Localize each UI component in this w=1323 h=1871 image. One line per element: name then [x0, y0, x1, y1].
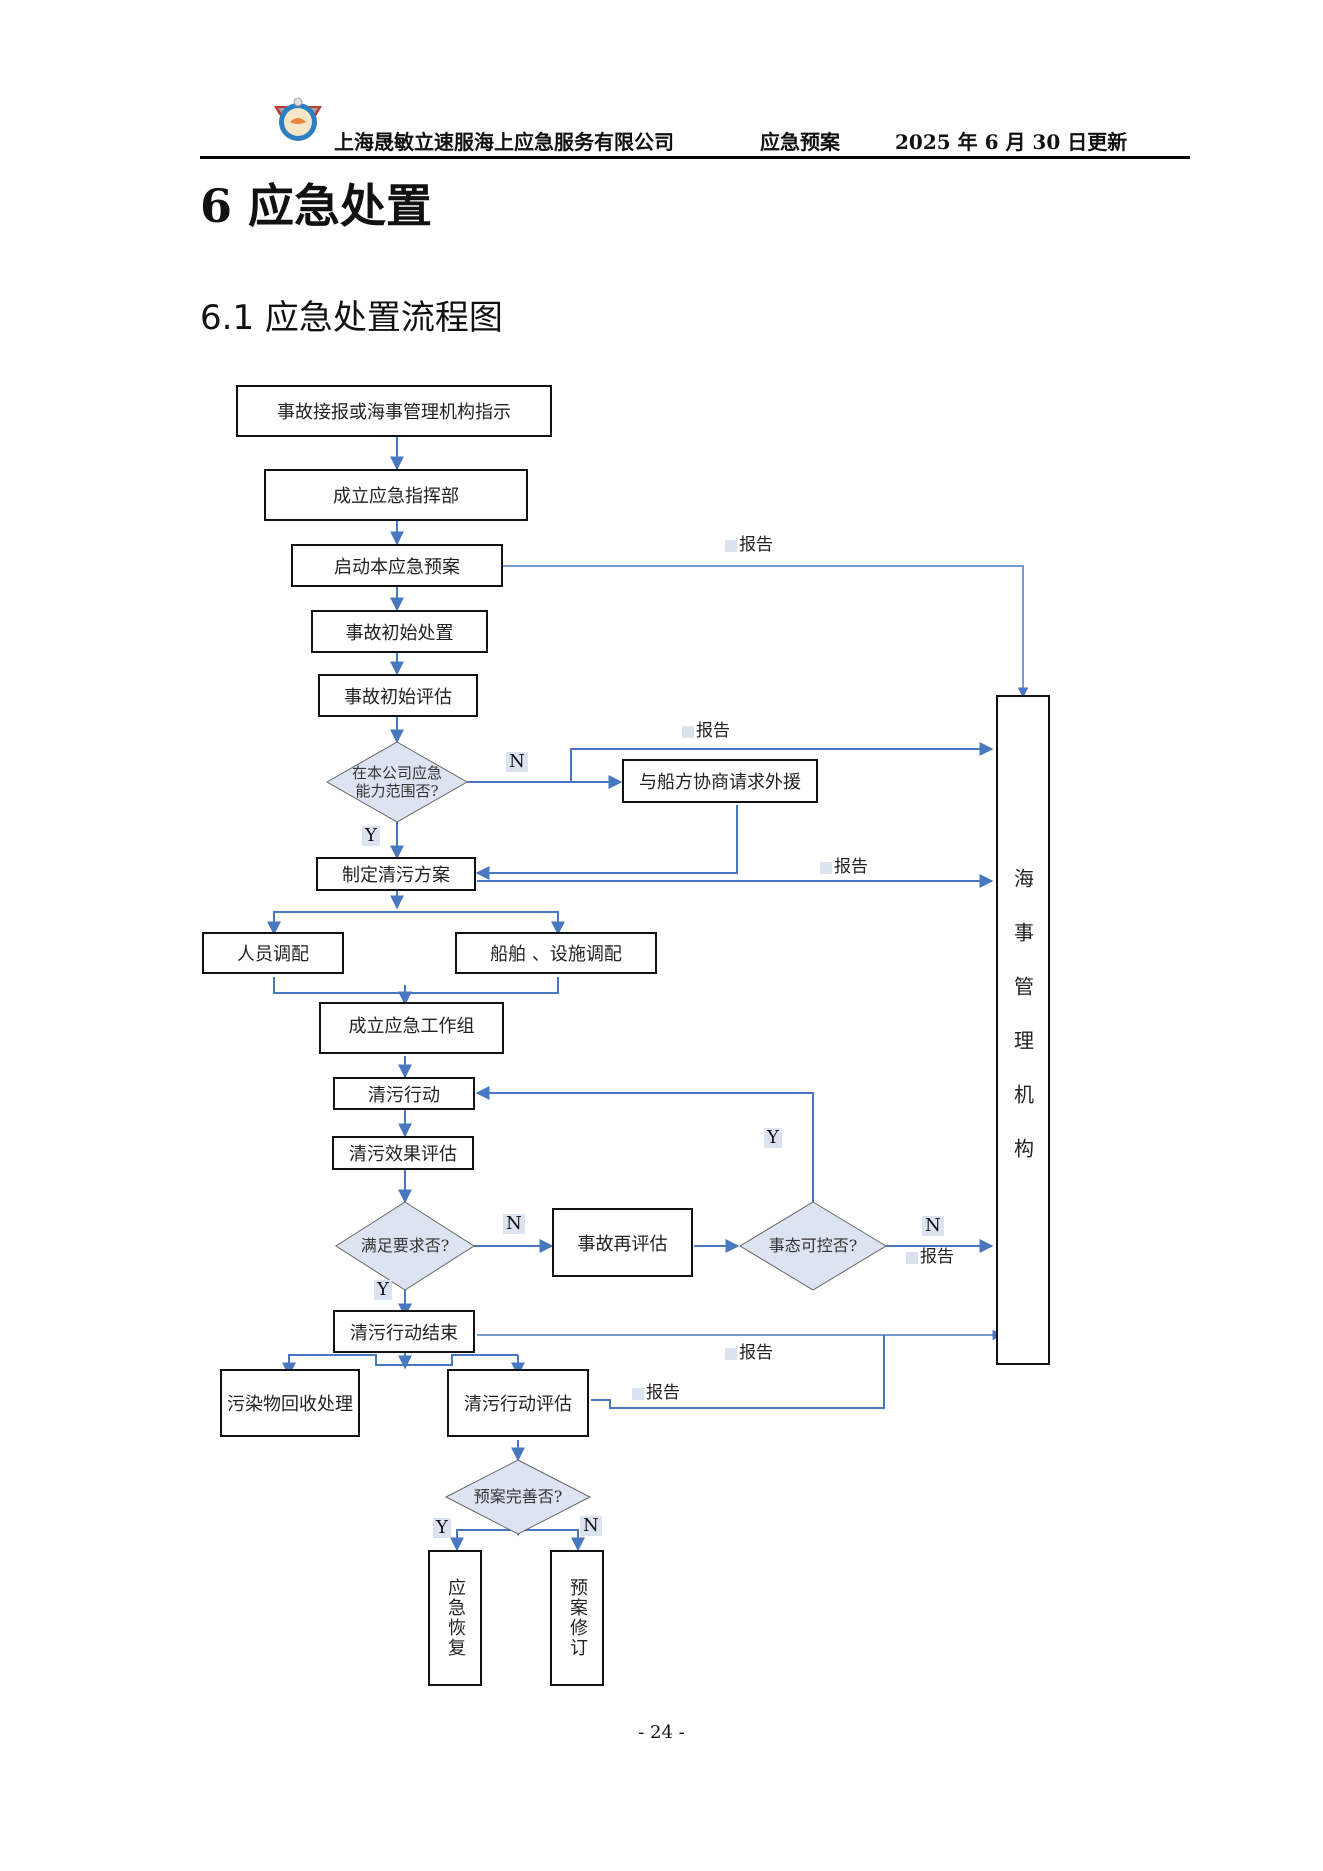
header-company: 上海晟敏立速服海上应急服务有限公司 — [334, 130, 674, 154]
report-d1-authority — [570, 742, 994, 782]
section-heading: 6.1 应急处置流程图 — [200, 298, 503, 338]
node-personnel: 人员调配 — [202, 932, 344, 974]
no-label: N — [580, 1516, 602, 1536]
decision-diamond-3 — [739, 1201, 887, 1291]
node-cleanup-plan: 制定清污方案 — [316, 857, 476, 891]
decision-text-plan-complete: 预案完善否? — [473, 1487, 563, 1506]
arrow-d3-n11 — [475, 1086, 814, 1202]
node-work-group: 成立应急工作组 — [319, 1002, 504, 1054]
node-initial-assessment: 事故初始评估 — [318, 674, 478, 717]
yes-label: Y — [362, 826, 380, 846]
decision-diamond-1 — [325, 741, 469, 823]
no-label: N — [506, 752, 528, 772]
yes-label: Y — [374, 1280, 392, 1300]
yes-label: Y — [433, 1518, 451, 1538]
arrow-n6-n7 — [475, 805, 738, 880]
company-logo-icon — [272, 96, 324, 144]
yes-label: Y — [764, 1128, 782, 1148]
node-pollutant-recovery: 污染物回收处理 — [220, 1369, 360, 1437]
node-reassessment: 事故再评估 — [552, 1208, 693, 1277]
decision-text-controllable: 事态可控否? — [768, 1236, 858, 1255]
decision-text-line1: 在本公司应急 — [351, 764, 443, 782]
node-initial-response: 事故初始处置 — [311, 610, 488, 653]
node-cleanup-end: 清污行动结束 — [333, 1310, 475, 1353]
node-cleanup-action: 清污行动 — [333, 1077, 475, 1110]
report-label: 报告 — [632, 1378, 680, 1403]
node-activate-plan: 启动本应急预案 — [291, 544, 503, 587]
node-command-center: 成立应急指挥部 — [264, 469, 528, 521]
no-label: N — [503, 1214, 525, 1234]
node-plan-revision: 预案修订 — [550, 1550, 604, 1686]
merge-n8-n9 — [273, 977, 559, 994]
header-doc-type: 应急预案 — [760, 130, 840, 154]
node-incident-report: 事故接报或海事管理机构指示 — [236, 385, 552, 437]
node-external-aid: 与船方协商请求外援 — [622, 759, 818, 803]
node-cleanup-effect-eval: 清污效果评估 — [332, 1136, 474, 1170]
decision-diamond-4 — [444, 1459, 592, 1535]
report-label: 报告 — [906, 1242, 954, 1267]
node-vessels-equipment: 船舶 、设施调配 — [455, 932, 657, 974]
report-label: 报告 — [682, 716, 730, 741]
page-number: - 24 - — [638, 1722, 685, 1743]
decision-text-requirement: 满足要求否? — [360, 1236, 450, 1255]
node-maritime-authority: 海事管理机构 — [996, 695, 1050, 1365]
node-cleanup-eval: 清污行动评估 — [447, 1369, 589, 1437]
report-n3-authority — [502, 565, 1029, 699]
report-label: 报告 — [725, 530, 773, 555]
split-n7 — [273, 911, 559, 934]
report-n16-authority — [591, 1335, 885, 1409]
report-label: 报告 — [725, 1338, 773, 1363]
decision-text-capacity: 在本公司应急 能力范围否? — [352, 764, 442, 800]
decision-text-line2: 能力范围否? — [355, 782, 439, 800]
node-emergency-recovery: 应急恢复 — [428, 1550, 482, 1686]
header-rule — [200, 156, 1190, 159]
split-n14 — [288, 1354, 518, 1368]
header-updated: 2025 年 6 月 30 日更新 — [895, 130, 1128, 154]
chapter-heading: 6 应急处置 — [200, 179, 433, 233]
no-label: N — [922, 1216, 944, 1236]
decision-diamond-2 — [335, 1201, 475, 1291]
report-label: 报告 — [820, 852, 868, 877]
